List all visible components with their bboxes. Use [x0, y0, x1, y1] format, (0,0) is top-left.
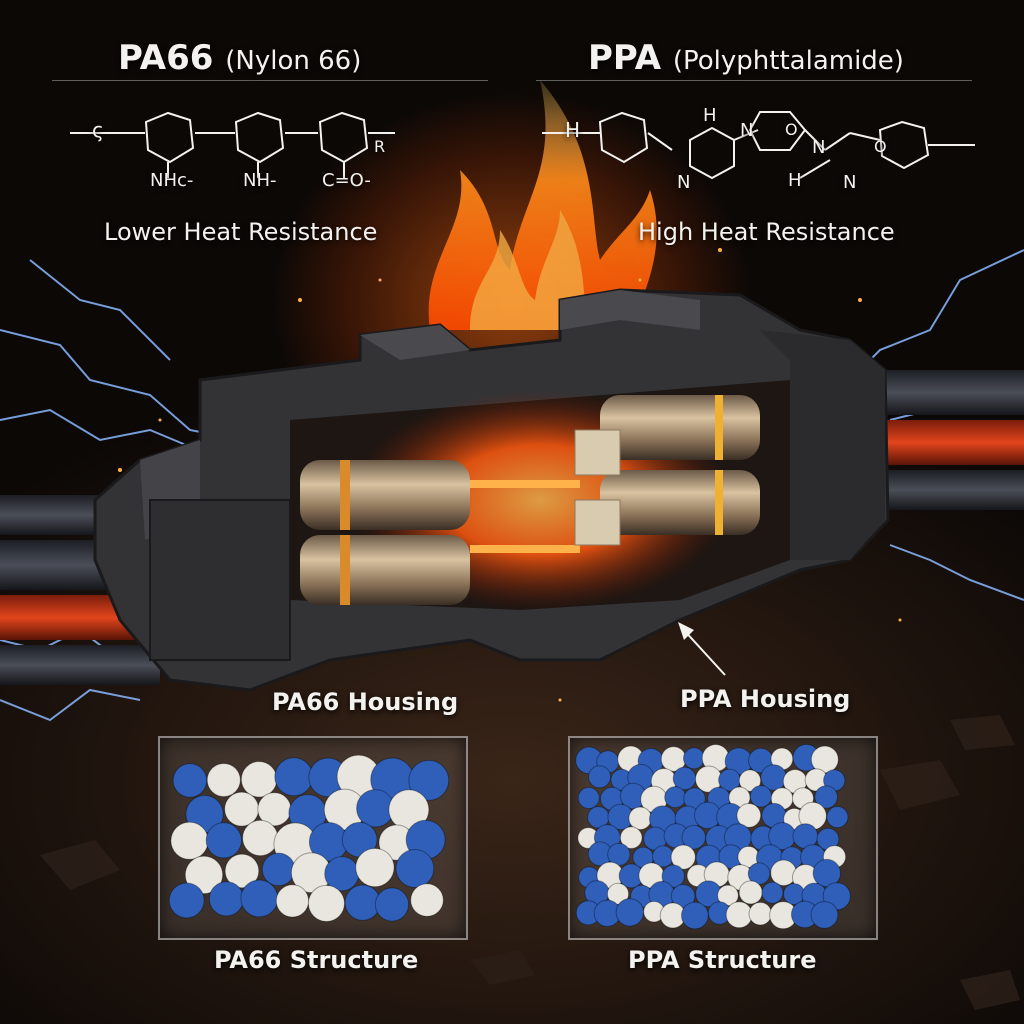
pa66-structure-panel — [158, 736, 468, 940]
bead — [224, 791, 260, 827]
bead — [355, 847, 395, 888]
bead — [814, 785, 838, 809]
pa66-resistance-label: Lower Heat Resistance — [104, 218, 378, 246]
ppa-structure-label: PPA Structure — [628, 946, 817, 974]
bead — [184, 855, 224, 895]
ppa-resistance-label: High Heat Resistance — [638, 218, 895, 246]
embers — [118, 248, 902, 702]
bead — [261, 852, 296, 887]
pa66-bead-cluster — [168, 754, 450, 922]
pa66-title-rule — [52, 80, 488, 81]
bead — [619, 826, 643, 850]
bead — [664, 786, 687, 809]
pointer-arrow — [678, 622, 726, 676]
pa66-formula-label-3: NH- — [243, 170, 277, 191]
ppa-title-sub: (Polyphttalamide) — [672, 46, 904, 76]
bead — [681, 901, 709, 930]
bead — [681, 824, 707, 850]
ppa-formula — [542, 111, 975, 180]
bead — [628, 806, 652, 831]
ppa-formula-label-6: O — [874, 137, 887, 156]
bead — [738, 880, 763, 905]
ppa-formula-label-9: N — [843, 172, 857, 193]
bead — [170, 821, 209, 860]
bead — [661, 864, 685, 888]
ppa-formula-label-7: N — [677, 172, 691, 193]
ppa-housing-label: PPA Housing — [680, 685, 851, 713]
bead — [240, 761, 278, 798]
bead — [168, 882, 205, 919]
bead — [410, 883, 444, 917]
bead — [275, 884, 310, 918]
pa66-formula-label-5: R — [374, 137, 386, 156]
ppa-title-rule — [536, 80, 972, 81]
ppa-formula-label-3: N — [740, 120, 754, 141]
ppa-bead-cluster — [575, 743, 851, 930]
bead — [812, 858, 841, 888]
bead — [240, 879, 279, 918]
bead — [748, 901, 773, 926]
connector-housing — [93, 288, 890, 692]
ppa-structure-panel — [568, 736, 878, 940]
bead — [208, 881, 244, 917]
bead — [736, 802, 762, 828]
bead — [395, 849, 435, 888]
bead — [408, 759, 450, 801]
bead — [374, 887, 410, 922]
ppa-formula-label-4: O — [785, 120, 798, 139]
bead — [747, 862, 771, 886]
bead — [588, 765, 612, 789]
pa66-title-name: PA66 — [118, 38, 214, 78]
bead — [770, 859, 797, 887]
bead — [615, 898, 645, 927]
pa66-title: PA66 (Nylon 66) — [118, 38, 361, 78]
bead — [307, 884, 346, 922]
bead — [810, 900, 839, 929]
bead — [577, 786, 600, 810]
bead — [205, 822, 242, 859]
ppa-formula-label-8: H — [788, 170, 802, 191]
bead — [388, 789, 430, 831]
bead — [670, 844, 696, 870]
bead — [206, 762, 241, 798]
pa66-formula — [70, 111, 395, 178]
ppa-formula-label-2: H — [703, 105, 717, 126]
bead — [749, 785, 773, 808]
ppa-formula-label-1: H — [565, 118, 581, 142]
terminal-cylinders — [300, 395, 760, 605]
ppa-title-name: PPA — [588, 38, 662, 78]
pa66-formula-label-1: ς — [92, 118, 104, 142]
pa66-formula-label-4: C=O- — [322, 170, 371, 191]
bead — [761, 881, 784, 904]
pa66-title-sub: (Nylon 66) — [225, 46, 362, 76]
pa66-formula-label-2: NHc- — [150, 170, 194, 191]
bead — [738, 769, 762, 792]
bead — [606, 882, 630, 905]
bead — [242, 819, 279, 857]
ground-rubble — [40, 715, 1020, 1010]
bead — [224, 853, 260, 889]
ppa-title: PPA (Polyphttalamide) — [588, 38, 904, 78]
cables-right — [880, 370, 1024, 510]
bead — [826, 805, 849, 829]
ppa-formula-label-5: N — [812, 137, 826, 158]
bead — [274, 757, 314, 797]
pa66-housing-label: PA66 Housing — [272, 688, 459, 716]
bead — [725, 901, 753, 929]
pa66-structure-label: PA66 Structure — [214, 946, 419, 974]
bead — [172, 763, 208, 798]
bead — [683, 747, 706, 770]
bead — [670, 883, 696, 909]
